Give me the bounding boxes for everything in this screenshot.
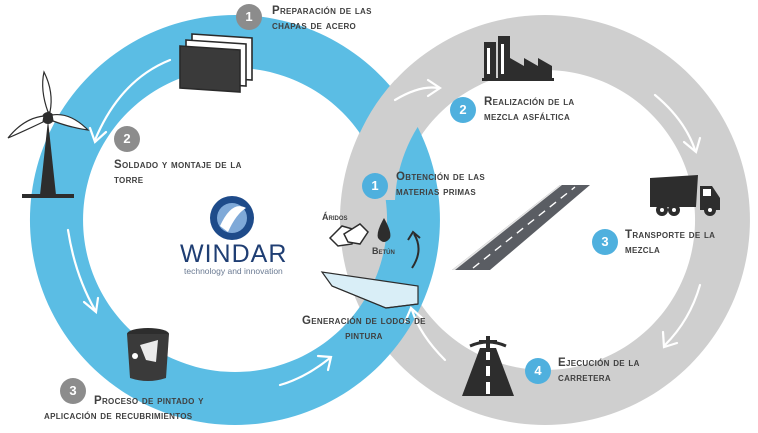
paint-sludge-basin [320, 271, 419, 309]
right-step1-badge: 1 [362, 173, 388, 199]
paint-bucket-icon [127, 328, 169, 381]
recycle-arrow-icon [407, 230, 421, 269]
right-step4-line2: carretera [558, 372, 611, 384]
right-step1-line2: materias primas [396, 186, 476, 198]
factory-icon [482, 36, 554, 81]
bitumen-drop-icon [377, 218, 391, 242]
left-step3-badge: 3 [60, 378, 86, 404]
windar-logo-name: WINDAR [180, 240, 288, 268]
left-step1-line2: chapas de acero [272, 20, 357, 32]
paint-sludge-line1: Generación de lodos de [302, 315, 426, 327]
left-step1-badge: 1 [236, 4, 262, 30]
right-step3-label: Transporte de la mezcla [625, 228, 715, 258]
left-step2-line1: Soldado y montaje de la [114, 159, 242, 171]
left-step2-label: Soldado y montaje de la torre [114, 158, 242, 188]
right-step2-line2: mezcla asfáltica [484, 111, 571, 123]
right-step1-line1: Obtención de las [396, 171, 486, 183]
right-step3-line2: mezcla [625, 244, 661, 256]
right-step2-badge: 2 [450, 97, 476, 123]
left-step3-label: Proceso de pintado y aplicación de recub… [44, 394, 204, 424]
truck-icon [650, 175, 720, 216]
windar-logo-mark [210, 196, 254, 240]
paint-sludge-line2: pintura [345, 330, 383, 342]
aridos-label: Áridos [322, 212, 348, 222]
right-step3-line1: Transporte de la [625, 229, 716, 241]
right-step2-label: Realización de la mezcla asfáltica [484, 95, 574, 125]
left-step3-line2: aplicación de recubrimientos [44, 410, 193, 422]
grey-ring-arrows [403, 93, 702, 362]
windar-logo-tagline: technology and innovation [184, 266, 283, 276]
wind-turbine-icon [7, 70, 90, 198]
steel-sheets-icon [179, 33, 253, 93]
road-construction-icon [462, 336, 514, 396]
right-step4-line1: Ejecución de la [558, 357, 640, 369]
aggregates-icon [328, 223, 369, 247]
road-illustration [452, 185, 590, 270]
left-step1-label: Preparación de las chapas de acero [272, 4, 372, 34]
left-step2-line2: torre [114, 174, 144, 186]
grey-ring-overlap [342, 80, 430, 200]
blue-ring-arrows [66, 58, 442, 387]
left-step1-line1: Preparación de las [272, 5, 372, 17]
right-step4-label: Ejecución de la carretera [558, 356, 640, 386]
right-step1-label: Obtención de las materias primas [396, 170, 485, 200]
left-step3-line1: Proceso de pintado y [94, 395, 204, 407]
paint-sludge-label: Generación de lodos de pintura [302, 314, 426, 344]
right-step3-badge: 3 [592, 229, 618, 255]
left-step2-badge: 2 [114, 126, 140, 152]
betun-label: Betún [372, 246, 395, 256]
right-step2-line1: Realización de la [484, 96, 575, 108]
right-step4-badge: 4 [525, 358, 551, 384]
